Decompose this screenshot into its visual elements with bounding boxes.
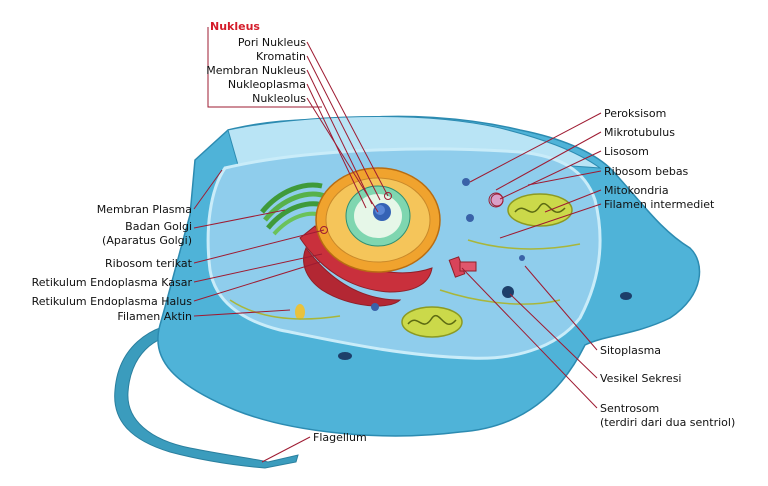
label-peroksisom: Peroksisom <box>604 107 667 120</box>
leader-sitoplasma <box>524 265 598 351</box>
label-re-halus: Retikulum Endoplasma Halus <box>31 295 192 308</box>
label-mikrotubulus: Mikrotubulus <box>604 126 675 139</box>
vesicle-4 <box>295 304 305 320</box>
actin-filament <box>229 299 341 320</box>
ribosome-marker <box>320 226 328 234</box>
label-badan-golgi: Badan Golgi <box>125 220 192 233</box>
leader-filamen-aktin <box>193 309 291 317</box>
cell-spot-1 <box>338 352 352 360</box>
pore-marker <box>384 192 392 200</box>
microtubule <box>439 289 561 305</box>
leader-membran-plasma <box>193 169 223 210</box>
vesicle-2 <box>371 303 379 311</box>
flagellum-shape <box>114 321 299 469</box>
label-ribosom-terikat: Ribosom terikat <box>105 257 192 270</box>
label-ribosom-bebas: Ribosom bebas <box>604 165 689 178</box>
label-aparatus-golgi: (Aparatus Golgi) <box>102 234 192 247</box>
label-mitokondria: Mitokondria <box>604 184 669 197</box>
label-re-kasar: Retikulum Endoplasma Kasar <box>31 276 192 289</box>
nucleus-title: Nukleus <box>210 20 260 33</box>
leader-lisosom <box>499 150 602 200</box>
leader-pori-nukleus <box>306 41 389 197</box>
leader-ribosom-bebas <box>527 170 602 186</box>
centrosome <box>448 256 477 278</box>
label-sentrosom: Sentrosom <box>600 402 660 415</box>
vesicle-3 <box>519 255 525 261</box>
nucleus-bracket <box>207 27 322 108</box>
leader-nukleolus <box>306 97 379 213</box>
label-sentrosom-note: (terdiri dari dua sentriol) <box>600 416 736 429</box>
intermediate-filament <box>467 239 581 250</box>
peroxisome <box>462 178 470 186</box>
nucleolus-core <box>375 205 385 215</box>
leader-sentrosom <box>461 267 598 409</box>
leader-mitokondria <box>544 189 602 213</box>
label-membran-nukleus: Membran Nukleus <box>206 64 306 77</box>
label-lisosom: Lisosom <box>604 145 649 158</box>
rough-er-fold <box>303 247 402 307</box>
label-kromatin: Kromatin <box>255 50 306 63</box>
leader-vesikel-sekresi <box>509 293 598 379</box>
leader-membran-nukleus <box>306 69 373 205</box>
label-pori-nukleus: Pori Nukleus <box>237 36 306 49</box>
label-membran-plasma: Membran Plasma <box>96 203 192 216</box>
leader-ribosom-terikat <box>193 229 325 264</box>
cell-spot-2 <box>620 292 632 300</box>
leader-re-halus <box>193 261 321 302</box>
label-nukleolus: Nukleolus <box>252 92 306 105</box>
leader-re-kasar <box>193 253 323 283</box>
leader-kromatin <box>306 55 381 201</box>
leader-filamen-intermediet <box>499 203 602 239</box>
label-filamen-intermediet: Filamen intermediet <box>604 198 715 211</box>
mitochondrion-2 <box>401 306 463 338</box>
leader-mikrotubulus <box>495 131 602 191</box>
leader-lines <box>193 41 602 463</box>
leader-peroksisom <box>469 112 602 183</box>
vesicle-1 <box>466 214 474 222</box>
label-vesikel-sekresi: Vesikel Sekresi <box>600 372 682 385</box>
leader-badan-golgi <box>193 209 286 229</box>
label-nukleoplasma: Nukleoplasma <box>227 78 306 91</box>
label-flagellum: Flagellum <box>313 431 367 444</box>
label-filamen-aktin: Filamen Aktin <box>117 310 192 323</box>
mitochondrion-1 <box>507 193 573 227</box>
label-sitoplasma: Sitoplasma <box>600 344 662 357</box>
microtubule-marker <box>488 192 504 208</box>
leader-flagellum <box>261 436 311 463</box>
